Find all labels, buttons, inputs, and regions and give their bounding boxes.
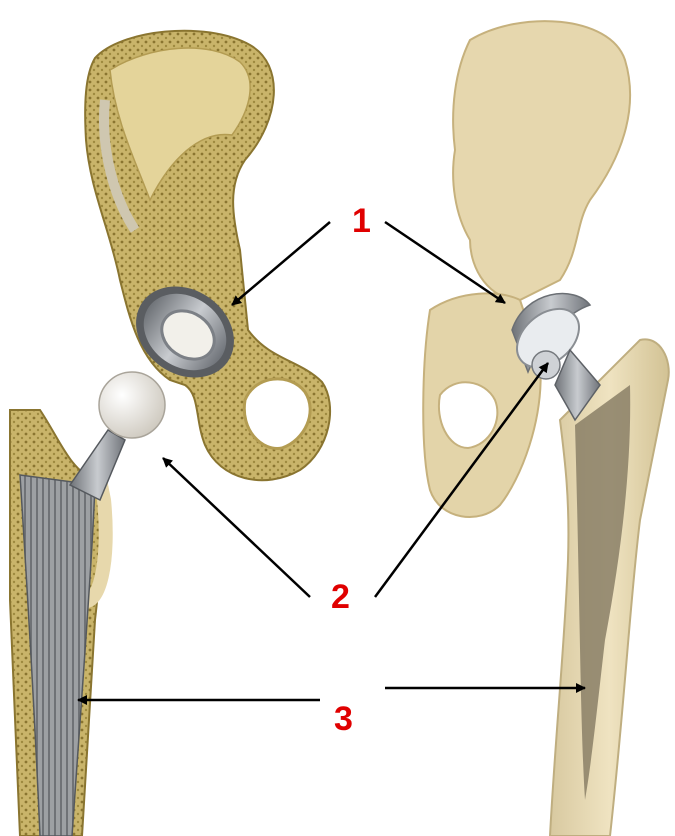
right-femur: [532, 339, 669, 836]
arrow-2-left: [163, 458, 310, 597]
label-1: 1: [352, 204, 371, 238]
left-femur: [10, 372, 165, 836]
arrow-1-left: [232, 222, 330, 305]
label-3: 3: [334, 702, 353, 736]
label-2: 2: [331, 580, 350, 614]
